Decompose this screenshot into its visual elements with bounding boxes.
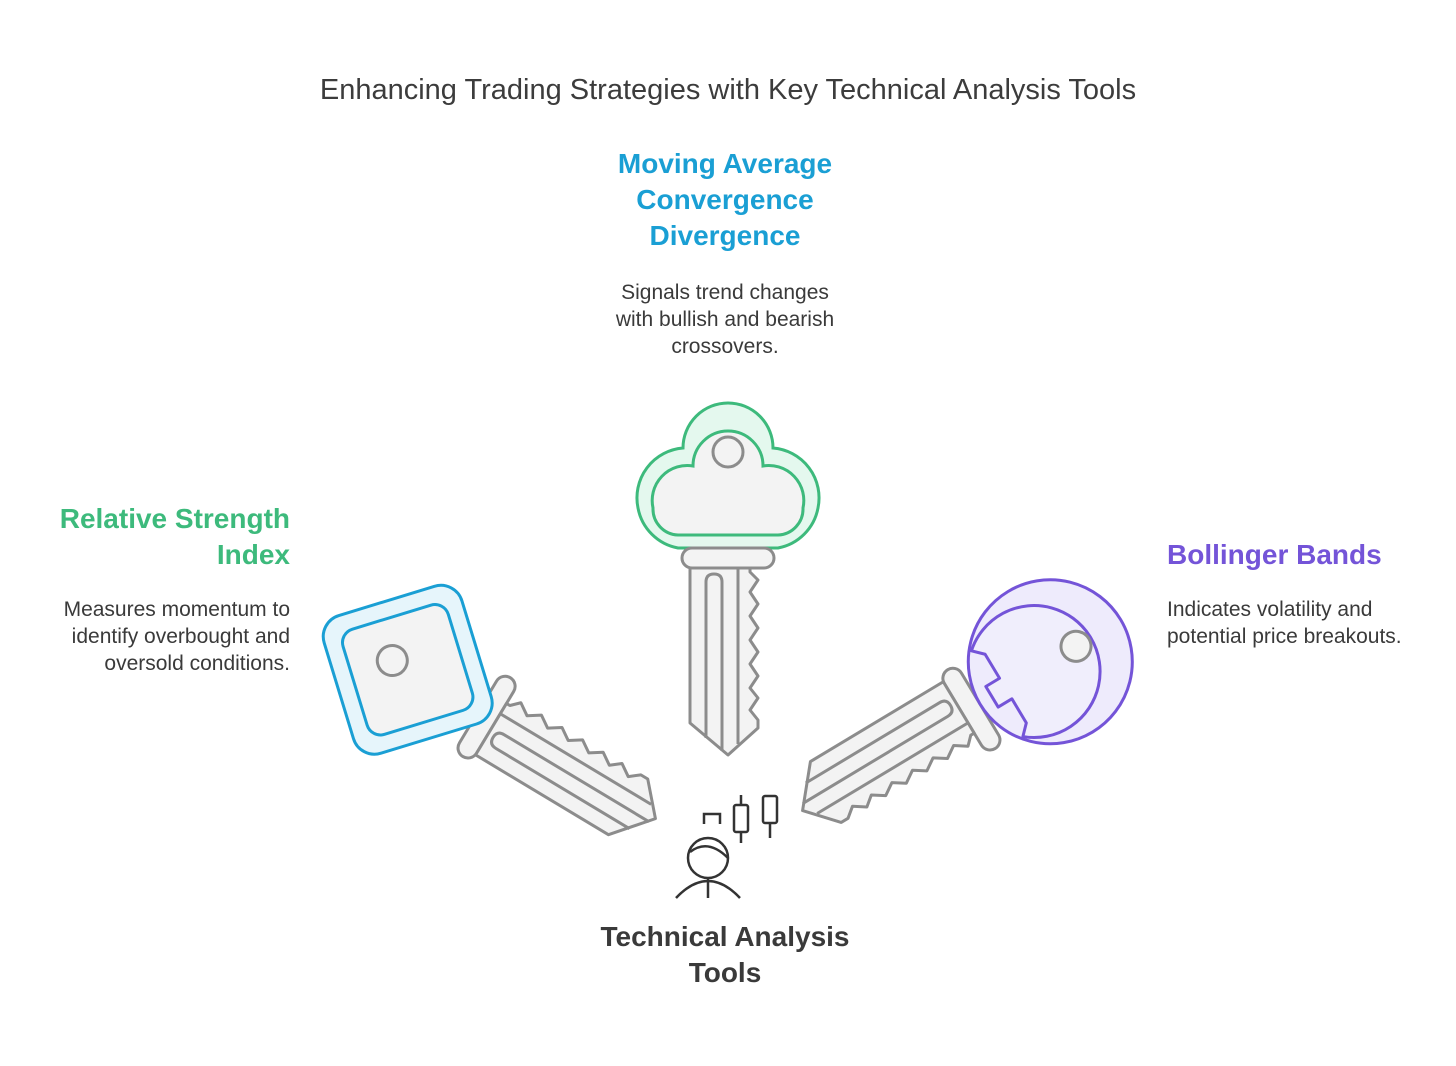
trader-candlestick-icon [675,794,779,899]
diagram-title: Enhancing Trading Strategies with Key Te… [319,74,1137,106]
item-description-rsi: Measures momentum to identify overbought… [63,598,290,675]
item-heading-bollinger: Bollinger Bands [1167,539,1382,570]
cloud-key-icon [635,401,821,757]
center-label: Technical Analysis Tools [600,921,850,988]
item-heading-macd: Moving Average Convergence Divergence [617,148,833,251]
round-key-icon [777,578,1134,852]
item-heading-rsi: Relative Strength Index [59,503,290,570]
square-key-icon [321,583,681,860]
item-description-bollinger: Indicates volatility and potential price… [1167,598,1402,648]
item-description-macd: Signals trend changes with bullish and b… [615,281,835,358]
